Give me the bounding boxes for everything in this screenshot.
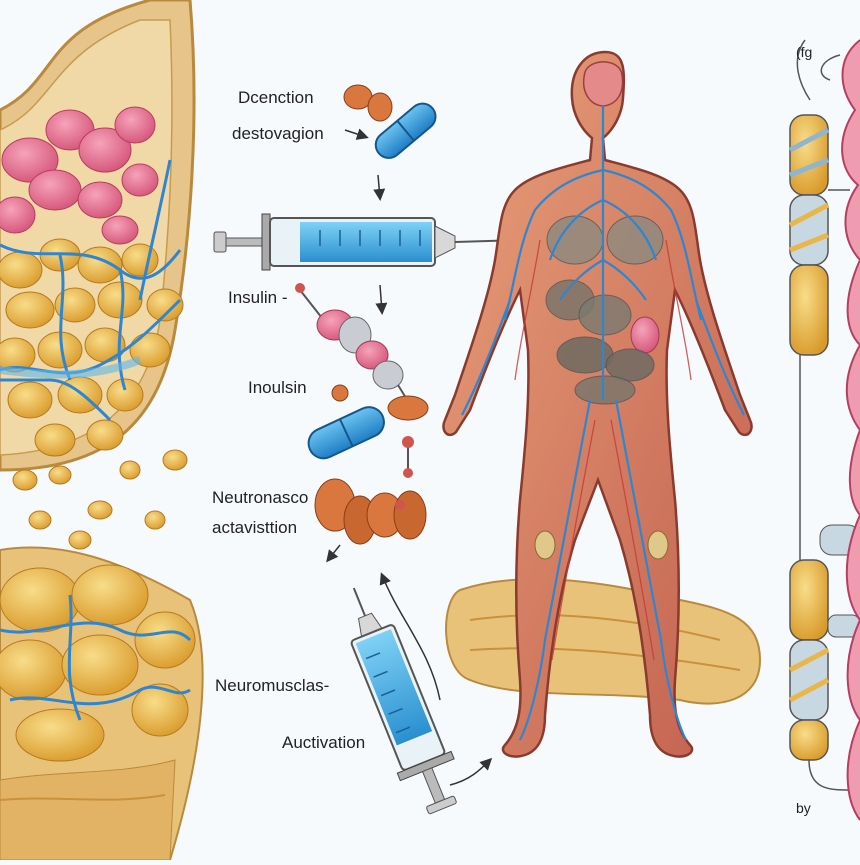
blue-vessels — [0, 159, 182, 422]
label-neuromuscular: Neuromusclas- — [215, 676, 330, 695]
syringe-icon-2 — [350, 587, 457, 815]
capsule-icon-2 — [307, 384, 429, 478]
label-activation-2: Auctivation — [282, 733, 366, 752]
pink-tissue-lobes — [0, 106, 159, 245]
neuro-molecule-cluster — [314, 478, 427, 545]
human-body-figure — [442, 50, 762, 758]
label-destovagion: destovagion — [232, 124, 324, 143]
label-insulin-2: Inoulsin — [248, 378, 307, 397]
label-activation-1: actavisttion — [212, 518, 298, 537]
muscle-fiber-column — [788, 39, 860, 821]
loose-fat-globules — [12, 449, 188, 550]
label-insulin-1: Insulin - — [228, 288, 288, 307]
capsule-icon — [343, 84, 437, 159]
fat-globules — [0, 238, 184, 457]
tissue-cross-section — [0, 0, 196, 472]
syringe-icon — [213, 213, 521, 271]
label-decenction: Dcenction — [238, 88, 314, 107]
insulin-molecule — [295, 283, 407, 399]
label-corner-top: (fg — [796, 44, 813, 60]
lower-fat-tissue — [0, 546, 204, 861]
label-corner-bottom: by — [796, 800, 811, 816]
label-neuronasco: Neutronasco — [212, 488, 309, 507]
